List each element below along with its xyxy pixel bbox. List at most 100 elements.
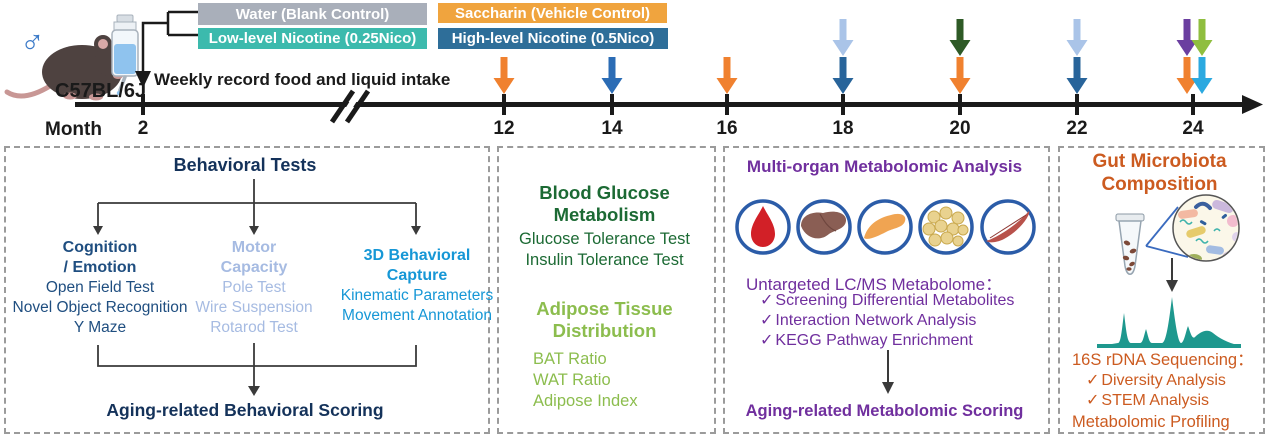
list-item: WAT Ratio: [533, 371, 611, 389]
adipose-items: BAT Ratio WAT Ratio Adipose Index: [533, 349, 638, 412]
metabolomic-down-arrow: [882, 350, 894, 394]
list-item: Y Maze: [73, 319, 127, 336]
list-item: Open Field Test: [45, 279, 155, 296]
blood-drop-icon: [735, 199, 791, 255]
month-label: 24: [1182, 118, 1204, 139]
month-tick: [1075, 94, 1079, 115]
microbiota-magnifier-icon: [1172, 194, 1240, 262]
behavioral-column-cognition: Cognition / Emotion Open Field Test Nove…: [0, 238, 200, 338]
behavioral-flow-arrowheads: [93, 226, 421, 396]
timeline-event-arrow: [716, 57, 738, 94]
male-symbol: ♂: [20, 22, 45, 59]
timeline-event-arrow: [601, 57, 623, 94]
check-item: ✓KEGG Pathway Enrichment: [760, 331, 1014, 351]
check-icon: ✓: [1086, 372, 1100, 389]
month-tick: [610, 94, 614, 115]
behavioral-column-3d: 3D Behavioral Capture Kinematic Paramete…: [321, 246, 513, 326]
check-label: KEGG Pathway Enrichment: [775, 332, 973, 349]
timeline-events: [141, 19, 1213, 115]
muscle-icon: [980, 199, 1036, 255]
microbiota-checklist: ✓Diversity Analysis ✓STEM Analysis: [1086, 371, 1226, 411]
timeline-event-arrow: [1191, 19, 1213, 56]
water-bottle-icon: [111, 14, 139, 96]
month-tick: [141, 94, 145, 115]
pancreas-icon: [857, 199, 913, 255]
timeline-event-arrow: [1066, 57, 1088, 94]
metabolomic-list-header: Untargeted LC/MS Metabolome：: [746, 275, 1003, 294]
list-item: Pole Test: [222, 279, 286, 296]
list-item: Movement Annotation: [342, 307, 492, 324]
axis-break-icon: [329, 89, 371, 124]
panel-metabolism: [497, 146, 716, 434]
check-item: ✓STEM Analysis: [1086, 391, 1226, 411]
timeline-event-arrow: [493, 57, 515, 94]
strain-label: C57BL/6J: [55, 80, 147, 102]
list-item: Novel Object Recognition: [12, 299, 188, 316]
blood-glucose-items: Glucose Tolerance Test Insulin Tolerance…: [497, 229, 712, 271]
check-label: Diversity Analysis: [1101, 372, 1226, 389]
legend-saccharin: Saccharin (Vehicle Control): [438, 3, 667, 23]
blood-glucose-title: Blood Glucose Metabolism: [539, 182, 670, 225]
column-title: Motor Capacity: [220, 239, 288, 276]
behavioral-column-motor: Motor Capacity Pole Test Wire Suspension…: [189, 238, 319, 338]
check-label: STEM Analysis: [1101, 392, 1209, 409]
timeline-event-arrow: [949, 57, 971, 94]
behavioral-flow-arrows: [97, 179, 417, 387]
month-tick: [1191, 94, 1195, 115]
sample-tube-icon: [1115, 206, 1189, 275]
list-item: Rotarod Test: [210, 319, 298, 336]
timeline-event-arrow: [1176, 19, 1198, 56]
month-label: 14: [601, 118, 623, 139]
panel-behavioral-tests: [4, 146, 490, 434]
legend-water: Water (Blank Control): [198, 3, 427, 25]
microbiota-footer: Metabolomic Profiling: [1072, 413, 1230, 431]
check-label: Screening Differential Metabolites: [775, 292, 1015, 309]
timeline-event-arrow: [1066, 19, 1088, 56]
month-label: 12: [493, 118, 515, 139]
timeline-axis: [75, 95, 1263, 114]
legend-low-nicotine: Low-level Nicotine (0.25Nico): [198, 28, 427, 49]
legend-high-nicotine: High-level Nicotine (0.5Nico): [438, 28, 668, 49]
timeline-event-arrow: [949, 19, 971, 56]
list-item: Adipose Index: [533, 392, 638, 410]
timeline-event-arrow: [832, 57, 854, 94]
list-item: Wire Suspension: [195, 299, 313, 316]
month-tick: [958, 94, 962, 115]
check-item: ✓Interaction Network Analysis: [760, 311, 1014, 331]
month-label: 20: [949, 118, 971, 139]
check-icon: ✓: [760, 292, 774, 309]
list-item: Glucose Tolerance Test: [519, 230, 690, 248]
liver-icon: [796, 199, 852, 255]
column-title: Cognition / Emotion: [62, 239, 138, 276]
month-tick: [841, 94, 845, 115]
check-icon: ✓: [760, 312, 774, 329]
panel-gut-microbiota: [1058, 146, 1265, 434]
chromatogram-icon: [1097, 297, 1241, 348]
month-label: 22: [1066, 118, 1088, 139]
timeline-event-arrow: [1176, 57, 1198, 94]
column-title: 3D Behavioral Capture: [363, 247, 471, 284]
month-label: 2: [137, 118, 149, 139]
list-item: Kinematic Parameters: [340, 287, 494, 304]
weekly-note: Weekly record food and liquid intake: [154, 70, 451, 89]
metabolomic-title: Multi-organ Metabolomic Analysis: [746, 157, 1023, 176]
adipose-title: Adipose Tissue Distribution: [536, 298, 673, 341]
microbiota-title: Gut Microbiota Composition: [1092, 151, 1227, 195]
behavioral-title: Behavioral Tests: [173, 155, 317, 175]
month-tick: [502, 94, 506, 115]
list-item: Insulin Tolerance Test: [525, 251, 684, 269]
check-label: Interaction Network Analysis: [775, 312, 977, 329]
adipose-icon: [918, 199, 974, 255]
check-item: ✓Screening Differential Metabolites: [760, 291, 1014, 311]
timeline-event-arrow: [1191, 57, 1213, 94]
check-item: ✓Diversity Analysis: [1086, 371, 1226, 391]
group-bracket: [141, 10, 199, 71]
microbiota-list-header: 16S rDNA Sequencing：: [1072, 351, 1254, 369]
list-item: BAT Ratio: [533, 350, 607, 368]
metabolomic-footer: Aging-related Metabolomic Scoring: [745, 402, 1024, 420]
behavioral-footer: Aging-related Behavioral Scoring: [106, 400, 384, 420]
check-icon: ✓: [1086, 392, 1100, 409]
month-axis-label: Month: [45, 119, 102, 140]
